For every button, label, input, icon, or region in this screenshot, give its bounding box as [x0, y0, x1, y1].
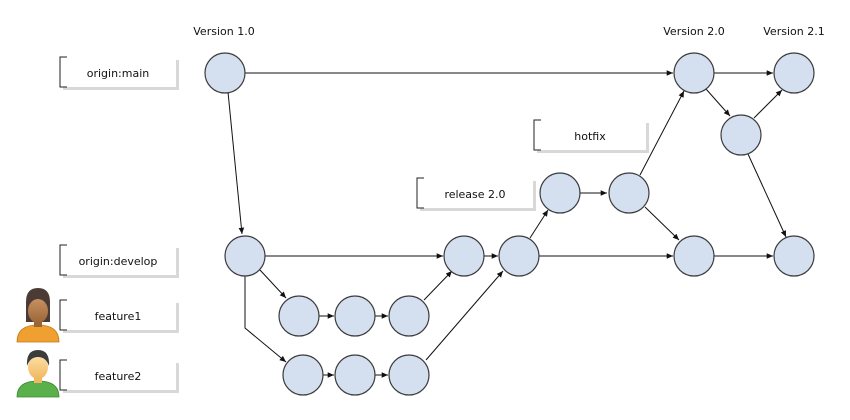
- edge-develop-to-f2a: [244, 276, 287, 363]
- edge-f2c-to-d3: [425, 270, 504, 361]
- version-label-1-0: Version 1.0: [193, 25, 254, 38]
- commit-node-release-2: [608, 172, 650, 214]
- commit-node-feature1-1: [278, 295, 320, 337]
- commit-node-develop-5: [773, 235, 815, 277]
- commit-node-develop-1: [224, 235, 266, 277]
- branch-label-develop: origin:develop: [59, 244, 179, 278]
- male-user-icon: [16, 350, 60, 398]
- commit-node-version-2-0: [673, 52, 715, 94]
- commit-nodes: [204, 52, 815, 396]
- svg-text:origin:main: origin:main: [87, 67, 150, 80]
- commit-edges: [227, 70, 787, 378]
- svg-text:feature1: feature1: [95, 310, 142, 323]
- branch-label-main: origin:main: [59, 56, 179, 90]
- commit-node-feature2-3: [388, 354, 430, 396]
- commit-node-hotfix: [720, 114, 762, 156]
- svg-text:hotfix: hotfix: [574, 130, 606, 143]
- edge-r2-to-v20: [639, 90, 685, 176]
- svg-text:release 2.0: release 2.0: [444, 188, 505, 201]
- svg-text:origin:develop: origin:develop: [79, 255, 158, 268]
- commit-node-develop-4: [673, 235, 715, 277]
- edge-f1c-to-d2: [423, 270, 453, 301]
- edge-develop-to-f1a: [259, 269, 287, 299]
- edge-hotfix-to-d5: [747, 153, 787, 238]
- version-label-2-0: Version 2.0: [663, 25, 724, 38]
- commit-node-feature2-1: [282, 354, 324, 396]
- branch-label-feature2: feature2: [59, 359, 179, 393]
- commit-node-develop-3: [498, 235, 540, 277]
- edge-r2-to-d4: [644, 206, 680, 241]
- version-label-2-1: Version 2.1: [763, 25, 824, 38]
- edge-d3-to-r1: [529, 209, 549, 239]
- commit-node-feature2-2: [334, 354, 376, 396]
- edge-v20-to-hotfix: [705, 88, 731, 117]
- female-user-icon: [16, 288, 60, 343]
- edge-v10-to-develop: [227, 91, 245, 235]
- branch-label-release: release 2.0: [416, 177, 536, 211]
- commit-node-feature1-2: [334, 295, 376, 337]
- svg-text:feature2: feature2: [95, 370, 142, 383]
- branch-label-hotfix: hotfix: [533, 119, 649, 153]
- commit-node-feature1-3: [388, 295, 430, 337]
- commit-node-release-1: [539, 172, 581, 214]
- commit-node-version-1-0: [204, 52, 246, 94]
- branch-label-feature1: feature1: [59, 299, 179, 333]
- commit-node-version-2-1: [773, 52, 815, 94]
- commit-node-develop-2: [443, 235, 485, 277]
- edge-hotfix-to-v21: [753, 89, 783, 119]
